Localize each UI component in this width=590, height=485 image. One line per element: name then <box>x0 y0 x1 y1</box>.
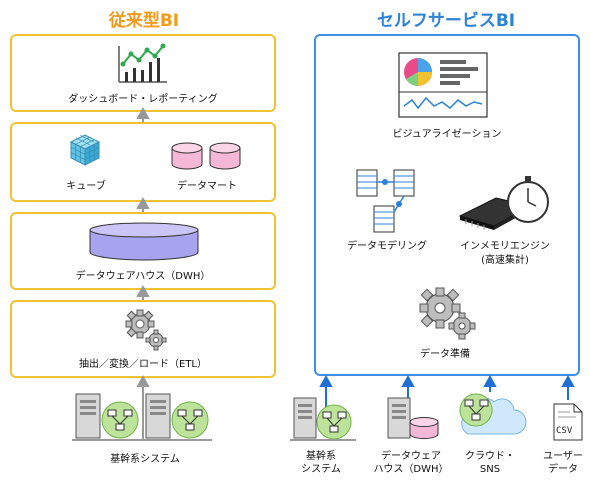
datamart-cylinder-icon <box>171 142 203 170</box>
source-core-label-2: システム <box>301 464 341 475</box>
source-dwh-label-2: ハウス（DWH） <box>373 464 449 475</box>
inmemory-engine-label: インメモリエンジン <box>460 241 550 252</box>
flow-arrows-left <box>136 106 150 440</box>
data-prep-label: データ準備 <box>420 349 470 360</box>
data-modeling-label: データモデリング <box>347 241 427 252</box>
server-network-icon <box>290 397 356 441</box>
dwh-cylinder-icon <box>89 222 199 261</box>
server-network-icon <box>142 393 212 441</box>
visualization-label: ビジュアライゼーション <box>392 129 502 140</box>
source-user-label-2: データ <box>548 464 578 475</box>
source-user-label-1: ユーザー <box>543 451 583 462</box>
stopwatch-chip-icon <box>458 176 549 230</box>
source-dwh-label-1: データウェア <box>381 451 441 462</box>
etl-box: 抽出／変換／ロード（ETL） <box>10 300 276 378</box>
source-core-label-1: 基幹系 <box>306 451 336 462</box>
csv-text: CSV <box>556 426 573 436</box>
traditional-bi-title: 従来型BI <box>108 11 180 31</box>
server-network-icon <box>72 393 142 441</box>
cube-label: キューブ <box>66 181 106 192</box>
source-cloud-label-2: SNS <box>479 464 501 475</box>
gears-icon <box>419 287 476 340</box>
gears-icon <box>125 309 167 351</box>
cube-icon <box>69 134 101 166</box>
datamart-label: データマート <box>177 181 237 192</box>
cloud-network-icon <box>459 393 527 435</box>
csv-file-icon <box>553 403 583 441</box>
server-database-icon <box>387 397 439 439</box>
etl-label: 抽出／変換／ロード（ETL） <box>79 359 207 370</box>
core-systems-label: 基幹系システム <box>110 454 180 465</box>
source-cloud-label-1: クラウド・ <box>465 451 515 462</box>
dashboard-label: ダッシュボード・レポーティング <box>68 94 218 105</box>
inmemory-engine-sublabel: (高速集計) <box>481 255 529 266</box>
line-chart-icon <box>118 43 167 83</box>
datamart-cylinder-icon <box>209 142 241 170</box>
cube-datamart-box: キューブ データマート <box>10 122 276 202</box>
visualization-dashboard-icon <box>398 52 488 118</box>
dwh-label: データウェアハウス（DWH） <box>75 271 211 282</box>
data-modeling-icon <box>356 169 415 233</box>
self-service-bi-title: セルフサービスBI <box>376 11 516 31</box>
